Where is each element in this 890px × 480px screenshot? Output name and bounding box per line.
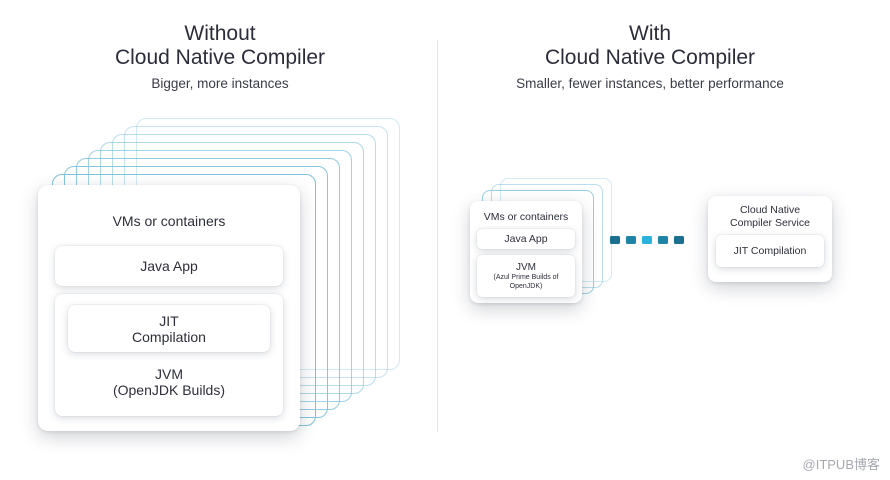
right-title-line1: With [629,22,671,45]
java-app-box: Java App [55,246,283,286]
compiler-service-card: Cloud Native Compiler Service JIT Compil… [708,196,832,282]
jvm-box-small: JVM (Azul Prime Builds of OpenJDK) [477,255,575,297]
java-app-box-small: Java App [477,229,575,249]
jvm-label: JVM (OpenJDK Builds) [55,366,283,398]
jvm-label-small-line2: (Azul Prime Builds of [493,273,559,281]
connector-dot-1 [610,236,620,244]
jvm-label-line1: JVM [155,366,183,382]
jvm-label-line2: (OpenJDK Builds) [112,382,226,398]
connector-dot-5 [674,236,684,244]
connector-dot-3 [642,236,652,244]
vm-container-label: VMs or containers [112,213,226,229]
jit-compilation-box-small: JIT Compilation [716,235,824,267]
jvm-label-small-line1: JVM [516,261,536,273]
left-title-line1: Without [184,22,256,45]
left-title-line2: Cloud Native Compiler [114,46,326,69]
right-subtitle: Smaller, fewer instances, better perform… [516,76,784,91]
section-divider [437,40,438,432]
compiler-service-label: Cloud Native Compiler Service [708,204,832,230]
left-subtitle: Bigger, more instances [151,76,289,91]
java-app-label-small: Java App [504,233,548,245]
compiler-service-label-line1: Cloud Native [739,204,801,216]
vm-container-label-small: VMs or containers [483,211,569,223]
connector-dot-4 [658,236,668,244]
jvm-label-small-line3: OpenJDK) [509,282,543,290]
java-app-label: Java App [140,258,198,274]
jit-compilation-label-small: JIT Compilation [733,245,807,257]
jit-label-line2: Compilation [132,328,206,345]
right-title-line2: Cloud Native Compiler [544,46,756,69]
compiler-service-label-line2: Compiler Service [730,217,810,229]
connector-dot-2 [626,236,636,244]
vm-container-card-small: VMs or containers Java App JVM (Azul Pri… [470,201,582,303]
vm-container-card: VMs or containers Java App JVM (OpenJDK … [38,185,300,431]
right-title: With Cloud Native Compiler [520,22,780,70]
jit-compilation-box: JIT Compilation [68,305,270,352]
jit-label-line1: JIT [159,312,179,329]
left-title: Without Cloud Native Compiler [100,22,340,70]
watermark-text: @ITPUB博客 [802,457,880,472]
